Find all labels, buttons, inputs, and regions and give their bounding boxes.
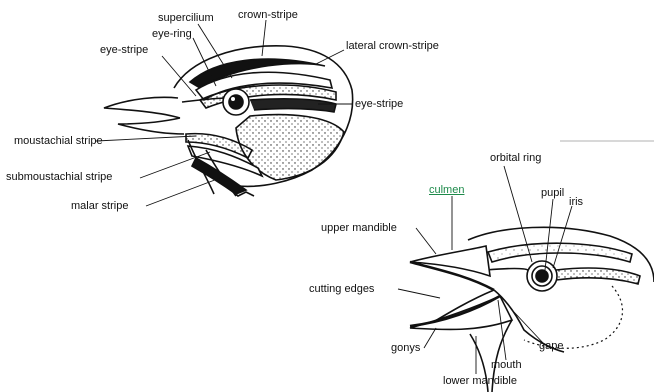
eye-pupil <box>229 95 243 109</box>
eye-highlight <box>231 97 235 101</box>
label-gonys: gonys <box>391 342 420 354</box>
label-iris: iris <box>569 196 583 208</box>
lower-head-illustration <box>410 227 654 392</box>
upper-head-illustration <box>104 46 353 196</box>
label-gape: gape <box>539 340 563 352</box>
label-supercilium: supercilium <box>158 12 214 24</box>
beak-upper <box>104 97 180 118</box>
beak-lower <box>118 118 184 134</box>
eye-band <box>486 268 640 284</box>
label-eye-ring: eye-ring <box>152 28 192 40</box>
label-malar-stripe: malar stripe <box>71 200 128 212</box>
label-submoustachial-stripe: submoustachial stripe <box>6 171 112 183</box>
label-crown-stripe: crown-stripe <box>238 9 298 21</box>
label-lateral-crown-stripe: lateral crown-stripe <box>346 40 439 52</box>
label-moustachial-stripe: moustachial stripe <box>14 135 103 147</box>
label-eye-stripe-left: eye-stripe <box>100 44 148 56</box>
label-orbital-ring: orbital ring <box>490 152 541 164</box>
eye-pupil-lower <box>536 270 548 282</box>
label-culmen[interactable]: culmen <box>429 184 464 196</box>
label-eye-stripe-right: eye-stripe <box>355 98 403 110</box>
label-mouth: mouth <box>491 359 522 371</box>
label-upper-mandible: upper mandible <box>321 222 397 234</box>
label-lower-mandible: lower mandible <box>443 375 517 387</box>
label-pupil: pupil <box>541 187 564 199</box>
label-cutting-edges: cutting edges <box>309 283 374 295</box>
